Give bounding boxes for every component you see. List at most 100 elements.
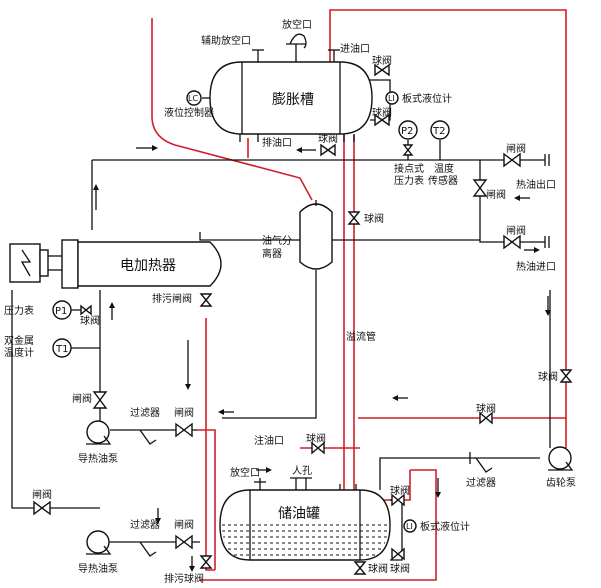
oil-gas-separator [299, 200, 333, 270]
gate-valve-mid[interactable] [472, 179, 488, 197]
pipe-ends [544, 154, 550, 248]
expansion-tank-label: 膨胀槽 [272, 91, 314, 108]
ball-valve-p1-label: 球阀 [80, 314, 100, 327]
gear-pump-label: 齿轮泵 [546, 476, 576, 489]
ball-valve-drain[interactable] [320, 143, 336, 157]
ball-valve-right-label: 球阀 [372, 106, 392, 119]
expansion-tank: 膨胀槽 [209, 33, 373, 142]
ball-valve-right2[interactable] [559, 369, 573, 383]
pump-1[interactable] [86, 420, 112, 445]
ball-valve-p2[interactable] [402, 144, 414, 156]
sensor-t2: T2 [430, 120, 450, 140]
pipe-left-loop [11, 290, 100, 509]
arrow-5 [534, 247, 540, 253]
pump1-label: 导热油泵 [78, 452, 118, 465]
arrow-2 [93, 184, 99, 190]
ball-valve-st1[interactable] [391, 493, 405, 507]
oil-inlet-label: 进油口 [340, 42, 370, 55]
red-inlet-line [329, 9, 567, 448]
arrow-14 [189, 566, 195, 572]
ball-valve-p1[interactable] [80, 304, 92, 316]
electric-heater: 电加热器 [9, 239, 222, 289]
arrow-1 [152, 145, 158, 151]
filter1-label: 过滤器 [130, 406, 160, 419]
contact-gauge-label-1: 接点式 [394, 162, 424, 175]
electric-heater-label: 电加热器 [120, 258, 176, 274]
pressure-gauge-label: 压力表 [4, 304, 34, 317]
ball-valve-gear-label: 球阀 [476, 402, 496, 415]
ball-valve-sep-label: 球阀 [364, 212, 384, 225]
red-bottom-line [200, 469, 437, 581]
arrow-10 [545, 310, 551, 316]
plate-level-gauge-bottom: LI [403, 519, 417, 533]
arrow-9 [392, 395, 398, 401]
filter2-label: 过滤器 [130, 518, 160, 531]
labels: 辅助放空口 放空口 进油口 球阀 球阀 排油口 球阀 接点式 压力表 温度 传感… [4, 18, 576, 585]
arrow-8 [218, 409, 224, 415]
separator-label-1: 油气分 [262, 234, 292, 247]
svg-text:P2: P2 [401, 126, 413, 137]
li-tag-top: LI [388, 94, 395, 103]
red-vent-line [151, 18, 313, 201]
ball-valve-gear[interactable] [479, 411, 493, 425]
ball-valve-bottom[interactable] [353, 561, 367, 575]
blowdown-gate-valve[interactable] [199, 293, 213, 307]
gate-valve-pump1[interactable] [92, 391, 108, 409]
arrow-4 [514, 195, 520, 201]
gate-valve-out[interactable] [503, 152, 521, 168]
storage-tank-label: 储油罐 [278, 506, 320, 522]
gate-valve-f1-label: 闸阀 [174, 406, 194, 419]
ball-valve-fill[interactable] [311, 441, 325, 455]
filter-2 [139, 541, 157, 557]
gear-pump[interactable] [548, 446, 574, 471]
ball-valve-right2-label: 球阀 [538, 370, 558, 383]
gate-valve-out-label: 闸阀 [506, 142, 526, 155]
gate-valve-left[interactable] [33, 500, 51, 516]
red-pump-link [198, 429, 216, 570]
gate-valve-mid-label: 闸阀 [486, 188, 506, 201]
pump-2[interactable] [86, 530, 112, 555]
vent-storage-label: 放空口 [230, 466, 260, 479]
arrow-7 [109, 302, 115, 308]
aux-vent-label: 辅助放空口 [201, 34, 251, 47]
temp-sensor-label-1: 温度 [434, 162, 454, 175]
ball-valve-right[interactable] [374, 113, 390, 127]
temp-sensor-label-2: 传感器 [428, 174, 458, 187]
ball-valve-st2-label: 球阀 [390, 562, 410, 575]
oil-fill-label: 注油口 [254, 434, 284, 447]
hot-oil-out-label: 热油出口 [516, 178, 556, 191]
svg-text:P1: P1 [55, 306, 67, 317]
separator-label-2: 离器 [262, 247, 282, 260]
gate-valve-f1[interactable] [175, 422, 193, 438]
ball-valve-top[interactable] [374, 63, 390, 77]
ball-valve-fill-label: 球阀 [306, 432, 326, 445]
ball-valve-sep[interactable] [347, 211, 361, 225]
blowdown-ball-valve[interactable] [199, 555, 213, 569]
manhole-label: 人孔 [292, 465, 312, 477]
plate-level-gauge-top: LI 板式液位计 [385, 91, 452, 105]
gauge-p1: P1 [52, 300, 72, 320]
pipe-heater-sep [199, 232, 480, 241]
arrow-12 [266, 467, 272, 473]
svg-text:LI: LI [406, 522, 413, 531]
bimetal-label-1: 双金属 [4, 334, 34, 347]
ball-valve-st2[interactable] [391, 547, 405, 561]
arrow-13 [155, 518, 161, 524]
blowdown-ball-label: 排污球阀 [164, 572, 204, 585]
blowdown-gate-label: 排污闸阀 [152, 292, 192, 305]
flow-arrows [93, 145, 551, 572]
svg-text:T2: T2 [432, 126, 445, 137]
oil-drain-label: 排油口 [262, 136, 292, 149]
ball-valve-st1-label: 球阀 [390, 484, 410, 497]
filter-right-label: 过滤器 [466, 476, 496, 489]
gate-valve-in[interactable] [503, 234, 521, 250]
gate-valve-in-label: 闸阀 [506, 224, 526, 237]
red-blowdown-line [205, 318, 215, 571]
gate-valve-f2-label: 闸阀 [174, 518, 194, 531]
ball-valve-bottom-label: 球阀 [368, 562, 388, 575]
gate-valve-f2[interactable] [175, 534, 193, 550]
svg-text:T1: T1 [55, 344, 68, 355]
gate-valve-pump1-label: 闸阀 [72, 392, 92, 405]
